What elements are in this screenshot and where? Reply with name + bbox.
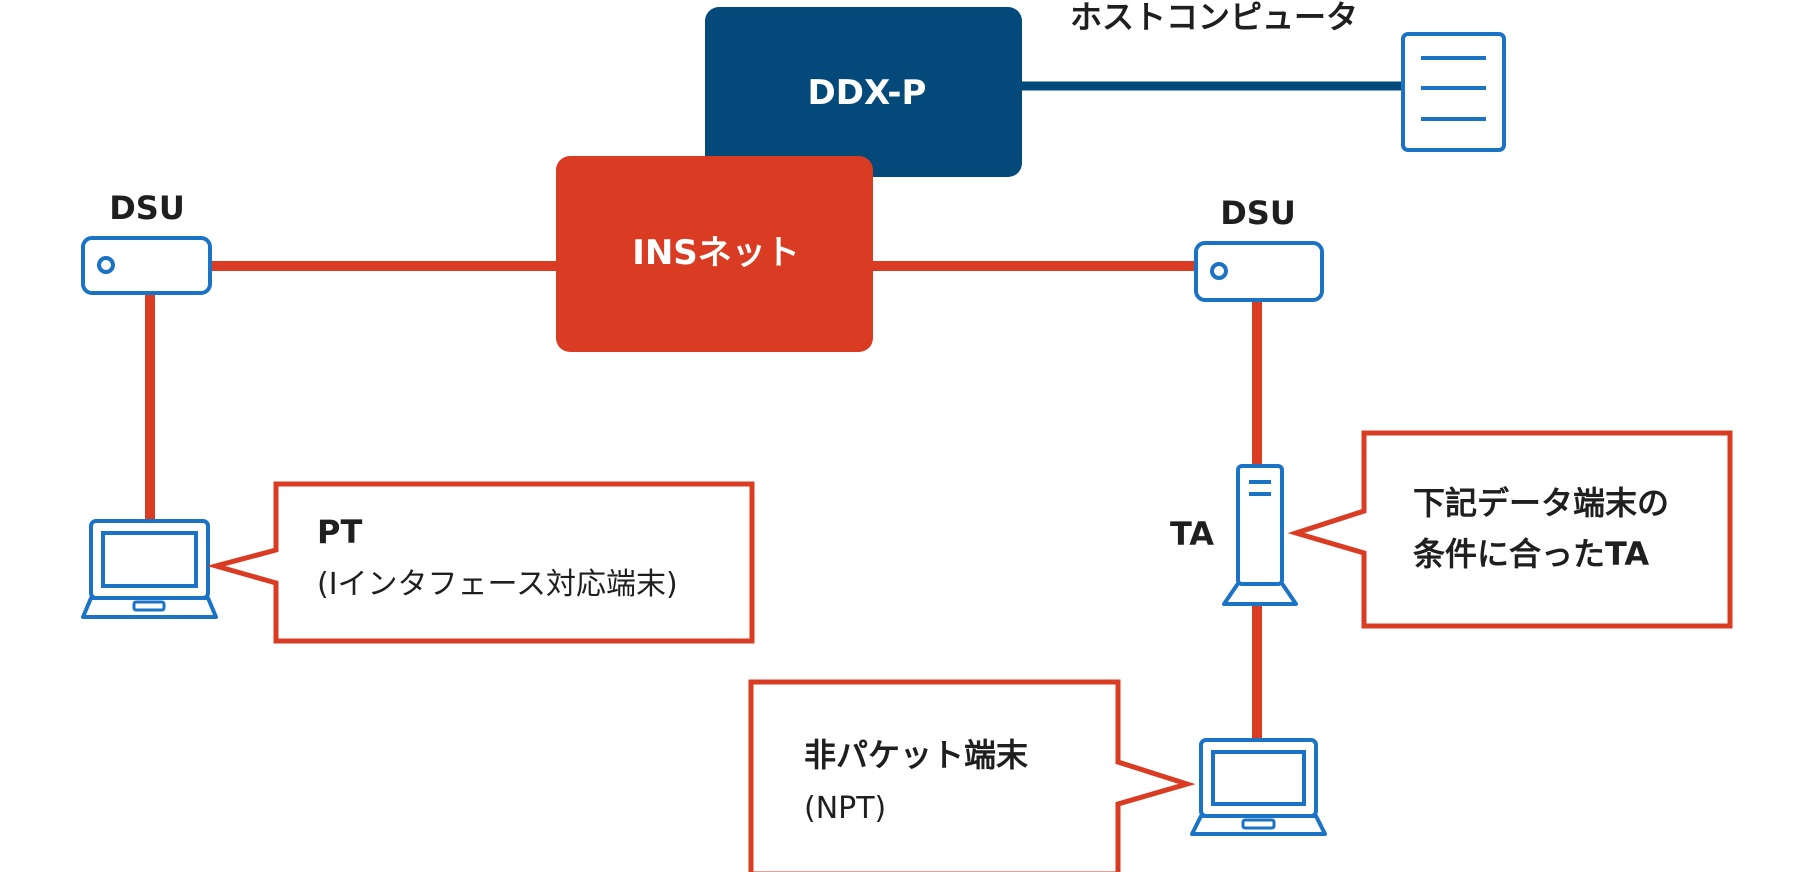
dsu-right-icon: [1194, 241, 1324, 302]
host-label: ホストコンピュータ: [1070, 0, 1358, 36]
ta-label: TA: [1170, 515, 1214, 553]
npt-callout-title: 非パケット端末: [804, 736, 1028, 774]
ins-net-label: INSネット: [632, 233, 800, 273]
dsu-left-label: DSU: [109, 189, 185, 227]
ta-callout-line1: 下記データ端末の: [1413, 484, 1669, 522]
dsu-left-icon: [81, 236, 212, 295]
npt-callout-subtitle: (NPT): [804, 791, 886, 826]
pt-callout-title: PT: [317, 513, 362, 551]
dsu-right-label: DSU: [1220, 194, 1296, 232]
ta-callout-line2: 条件に合ったTA: [1413, 535, 1649, 573]
ddxp-node: DDX-P: [705, 7, 1022, 177]
server-icon: [1401, 32, 1506, 152]
pt-callout-subtitle: (Iインタフェース対応端末): [317, 567, 678, 602]
pt-callout: PT (Iインタフェース対応端末): [206, 481, 755, 644]
npt-callout: 非パケット端末 (NPT): [748, 679, 1196, 872]
ta-callout: 下記データ端末の 条件に合ったTA: [1287, 430, 1733, 629]
ddxp-label: DDX-P: [808, 73, 927, 113]
ins-net-node: INSネット: [556, 156, 873, 352]
npt-laptop-icon: [1190, 738, 1327, 836]
ta-tower-icon: [1222, 464, 1298, 606]
pt-laptop-icon: [81, 519, 218, 619]
